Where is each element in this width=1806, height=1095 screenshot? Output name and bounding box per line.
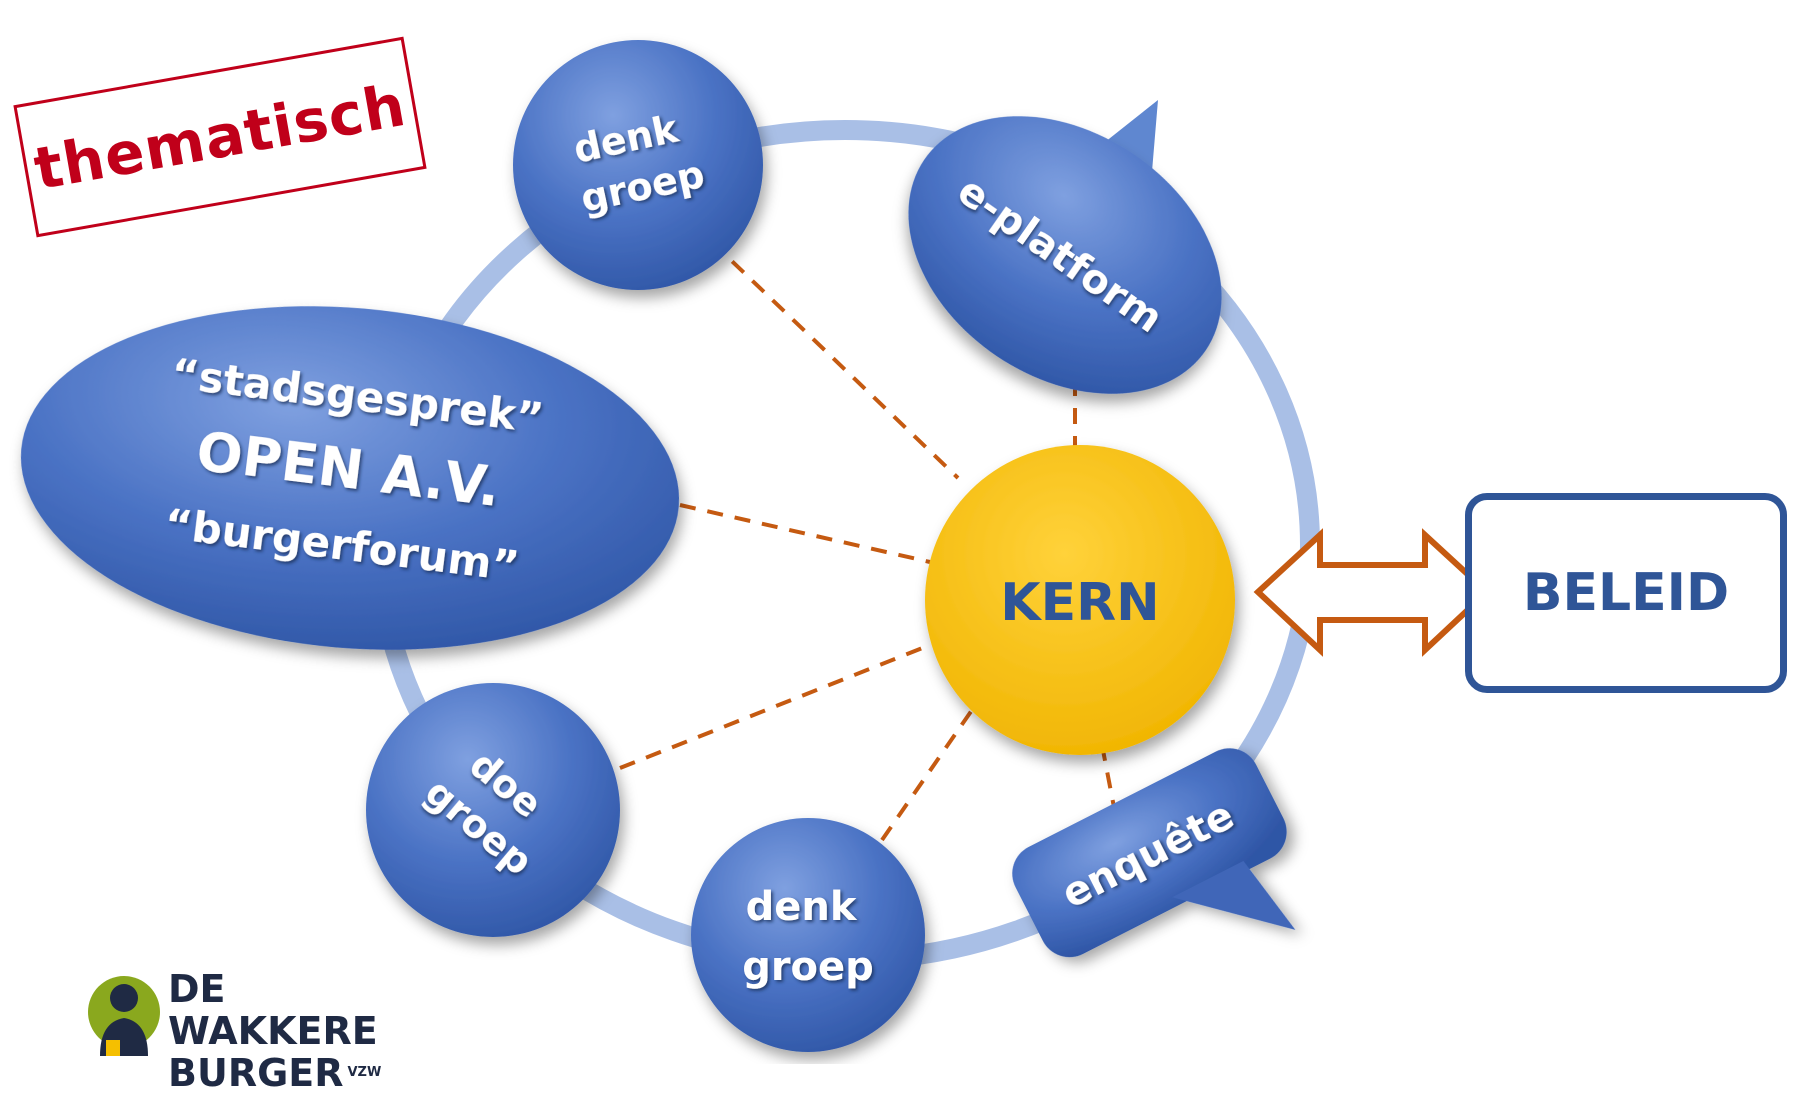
beleid-label: BELEID [1522,563,1730,623]
denk-groep-bottom-line2: groep [742,944,874,990]
connector-denk-groep-bottom [880,708,974,842]
enquete-node [1012,748,1296,958]
kern-label: KERN [1000,573,1159,633]
logo-suffix: VZW [347,1065,382,1080]
denk-groep-bottom-line1: denk [746,884,858,930]
svg-text:denk groep: denk groep [742,884,874,990]
participation-diagram: denk groep e-platform “stadsgesprek” OPE… [20,40,1492,1052]
denk-groep-top-node [513,40,763,290]
doe-groep-node [366,683,620,937]
e-platform-node [908,116,1222,394]
logo-line1: DE WAKKERE [168,967,378,1053]
stadsgesprek-node [20,306,680,650]
connector-denk-groep-top [710,240,960,480]
connector-stadsgesprek [679,503,931,564]
kern-node [925,445,1235,755]
connector-doe-groep [619,643,931,770]
logo-mark-icon [88,976,160,1056]
beleid-box: BELEID [1465,493,1787,693]
logo-line2: BURGER [168,1051,344,1095]
denk-groep-bottom-node [691,818,925,1052]
